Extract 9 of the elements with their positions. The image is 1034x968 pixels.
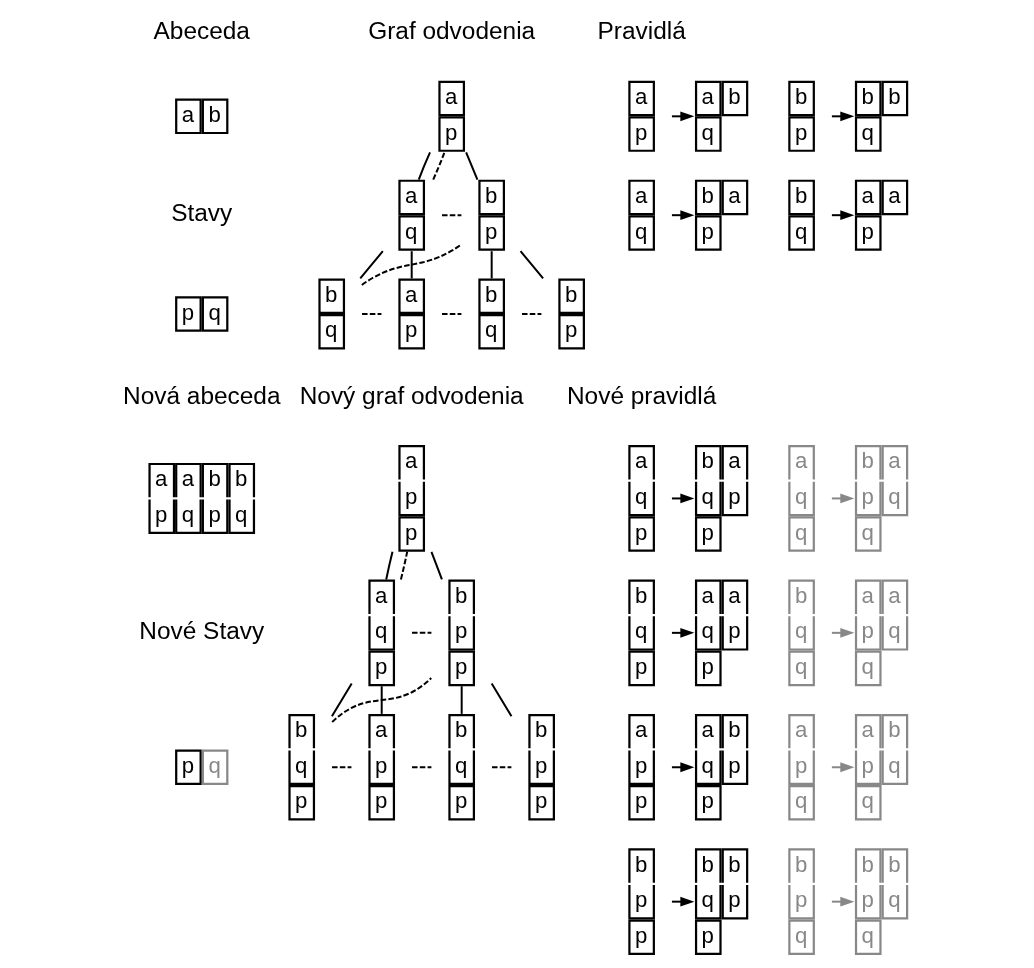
label: Nový graf odvodenia [299,381,524,409]
label: Abeceda [153,17,250,45]
label: Nové Stavy [138,617,264,645]
label: Stavy [170,199,232,227]
label: Pravidlá [597,17,686,45]
label: Nové pravidlá [566,381,716,409]
label: Graf odvodenia [367,17,535,45]
node-text: a a b b p q p q [154,466,247,527]
label: Nová abeceda [122,381,281,409]
